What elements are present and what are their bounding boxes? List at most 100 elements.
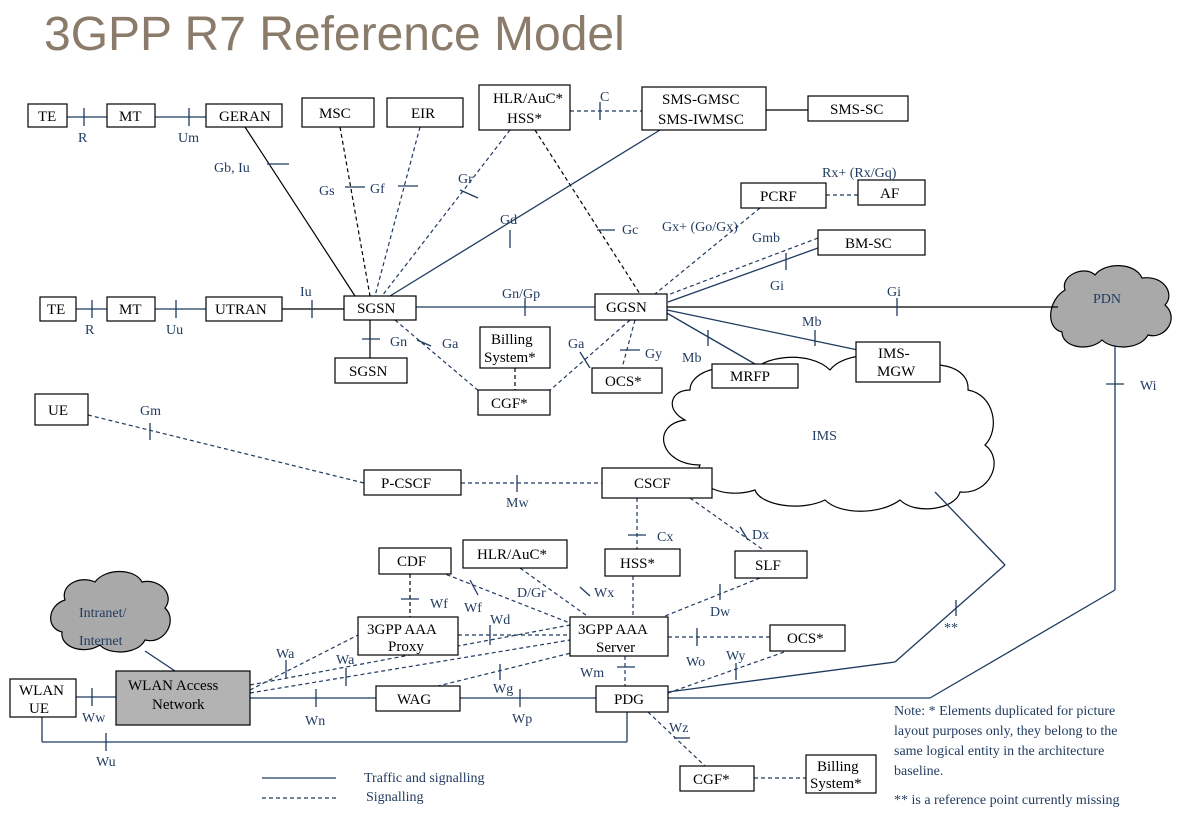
svg-text:EIR: EIR <box>411 106 435 122</box>
legend-signalling-label: Signalling <box>366 790 424 805</box>
ref-Ga-1: Ga <box>442 337 459 352</box>
ref-C: C <box>600 90 609 105</box>
svg-text:System*: System* <box>810 776 862 792</box>
ref-Gr: Gr <box>458 172 473 187</box>
svg-text:Billing: Billing <box>491 332 533 348</box>
ref-Wp: Wp <box>512 712 532 727</box>
ref-Wg: Wg <box>493 682 513 697</box>
svg-text:HLR/AuC*: HLR/AuC* <box>477 547 547 563</box>
svg-text:GERAN: GERAN <box>219 109 271 125</box>
note-line-1: Note: * Elements duplicated for picture <box>894 704 1115 719</box>
ref-R-2: R <box>85 323 95 338</box>
svg-text:Network: Network <box>152 697 205 713</box>
svg-text:SGSN: SGSN <box>349 364 388 380</box>
ref-Gb-Iu: Gb, Iu <box>214 161 250 176</box>
ims-label: IMS <box>812 429 837 444</box>
ref-Wn: Wn <box>305 714 325 729</box>
intranet-label-2: Internet <box>79 634 123 649</box>
svg-text:HLR/AuC*: HLR/AuC* <box>493 91 563 107</box>
svg-text:OCS*: OCS* <box>787 631 824 647</box>
svg-text:CGF*: CGF* <box>693 772 730 788</box>
pcrf-node: PCRF <box>740 182 827 209</box>
ref-Wx: Wx <box>594 586 614 601</box>
hlr-hss-node: HLR/AuC* HSS* <box>478 84 571 131</box>
ref-Gf: Gf <box>370 182 385 197</box>
svg-text:UE: UE <box>29 701 49 717</box>
svg-text:OCS*: OCS* <box>605 374 642 390</box>
p-cscf-node: P-CSCF <box>363 469 462 496</box>
svg-text:AF: AF <box>880 186 899 202</box>
ref-Wf-1: Wf <box>430 597 448 612</box>
svg-text:Server: Server <box>596 640 635 656</box>
mt-node-1: MT <box>106 103 156 128</box>
note-line-2: layout purposes only, they belong to the <box>894 724 1117 739</box>
mt-node-2: MT <box>106 296 156 322</box>
svg-text:GGSN: GGSN <box>606 300 647 316</box>
ref-Wm: Wm <box>580 666 604 681</box>
sgsn-node-2: SGSN <box>334 357 408 384</box>
ref-Gd: Gd <box>500 213 517 228</box>
svg-text:IMS-: IMS- <box>878 346 910 362</box>
ref-Mw: Mw <box>506 496 529 511</box>
ref-Wo: Wo <box>686 655 705 670</box>
ref-Ww: Ww <box>82 711 106 726</box>
ref-Gn: Gn <box>390 335 407 350</box>
ref-R-1: R <box>78 131 88 146</box>
wag-node: WAG <box>375 685 461 712</box>
msc-node: MSC <box>301 97 375 128</box>
svg-text:3GPP AAA: 3GPP AAA <box>367 622 437 638</box>
te-node-1: TE <box>27 103 68 128</box>
svg-text:MT: MT <box>119 109 142 125</box>
cgf-node-1: CGF* <box>477 389 551 416</box>
svg-text:SGSN: SGSN <box>357 301 396 317</box>
eir-node: EIR <box>386 97 464 128</box>
svg-text:BM-SC: BM-SC <box>845 236 892 252</box>
ref-Mb-2: Mb <box>802 315 821 330</box>
ref-Mb-1: Mb <box>682 351 701 366</box>
svg-text:System*: System* <box>484 350 536 366</box>
svg-text:HSS*: HSS* <box>507 111 542 127</box>
hlr-auc-node-2: HLR/AuC* <box>462 539 568 569</box>
ref-Gn-Gp: Gn/Gp <box>502 287 540 302</box>
ref-Wy: Wy <box>726 649 745 664</box>
slf-node: SLF <box>734 550 808 579</box>
svg-text:PDG: PDG <box>614 692 644 708</box>
svg-text:TE: TE <box>38 109 56 125</box>
ref-Ga-2: Ga <box>568 337 585 352</box>
legend-traffic-label: Traffic and signalling <box>364 771 485 786</box>
pdg-node: PDG <box>595 685 669 713</box>
ref-Wa-2: Wa <box>336 653 355 668</box>
svg-text:CDF: CDF <box>397 554 426 570</box>
ims-mgw-node: IMS- MGW <box>855 341 941 383</box>
svg-text:CGF*: CGF* <box>491 396 528 412</box>
geran-node: GERAN <box>205 103 283 128</box>
note-line-5: ** is a reference point currently missin… <box>894 793 1119 808</box>
svg-text:SLF: SLF <box>755 558 781 574</box>
legend: Traffic and signalling Signalling <box>262 771 485 805</box>
ref-Um: Um <box>178 131 199 146</box>
ref-missing: ** <box>944 621 958 636</box>
cdf-node: CDF <box>378 547 452 575</box>
svg-text:MGW: MGW <box>877 364 916 380</box>
svg-text:UE: UE <box>48 403 68 419</box>
ref-Cx: Cx <box>657 530 673 545</box>
note-line-4: baseline. <box>894 764 943 779</box>
svg-text:WLAN Access: WLAN Access <box>128 678 219 694</box>
mrfp-node: MRFP <box>711 363 799 389</box>
page-title: 3GPP R7 Reference Model <box>44 8 625 61</box>
svg-text:MSC: MSC <box>319 106 351 122</box>
ref-Wa-1: Wa <box>276 647 295 662</box>
ref-Gi-2: Gi <box>887 285 901 300</box>
ref-Wi: Wi <box>1140 379 1157 394</box>
ref-Wz: Wz <box>669 721 688 736</box>
cscf-node: CSCF <box>601 467 713 499</box>
note-block: Note: * Elements duplicated for picture … <box>894 704 1119 808</box>
ref-Gi-1: Gi <box>770 279 784 294</box>
ref-Gx-Go: Gx+ (Go/Gx) <box>662 220 738 235</box>
